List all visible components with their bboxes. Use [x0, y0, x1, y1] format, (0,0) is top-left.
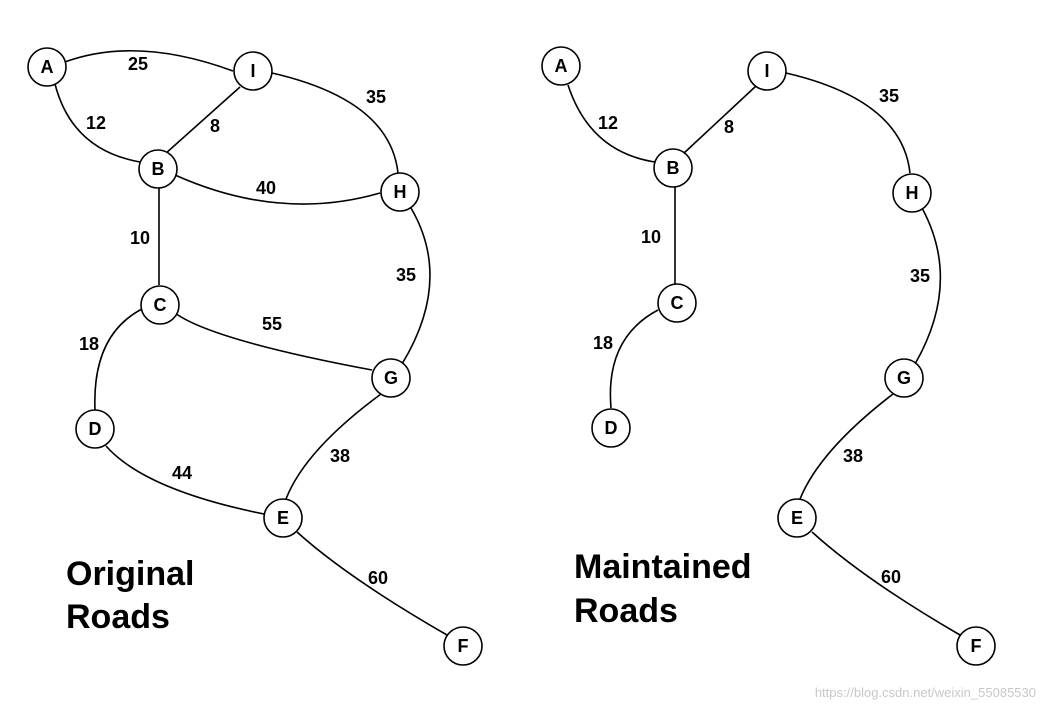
maintained-weight-e-f: 60: [881, 567, 901, 587]
maintained-node-f: F: [956, 626, 996, 666]
maintained-edge-h-g: [914, 207, 942, 365]
original-node-a: A: [27, 47, 67, 87]
original-weight-a-b: 12: [86, 113, 106, 133]
original-node-c: C: [140, 285, 180, 325]
maintained-node-g: G: [884, 358, 924, 398]
maintained-node-a: A: [541, 46, 581, 86]
maintained-weight-c-d: 18: [593, 333, 613, 353]
maintained-node-d: D: [591, 408, 631, 448]
original-node-c-label: C: [154, 295, 167, 315]
original-weight-a-i: 25: [128, 54, 148, 74]
original-weight-h-g: 35: [396, 265, 416, 285]
original-edge-weights: 25 12 8 35 40 10 35 55 18 44 38 60: [79, 54, 416, 588]
original-node-f: F: [443, 626, 483, 666]
original-node-e-label: E: [277, 508, 289, 528]
original-node-d-label: D: [89, 419, 102, 439]
original-weight-i-h: 35: [366, 87, 386, 107]
original-edge-i-h: [271, 72, 399, 174]
original-edge-g-e: [285, 393, 382, 500]
maintained-node-b-label: B: [667, 158, 680, 178]
original-node-e: E: [263, 498, 303, 538]
maintained-weight-i-h: 35: [879, 86, 899, 106]
original-weight-b-c: 10: [130, 228, 150, 248]
maintained-node-a-label: A: [555, 56, 568, 76]
original-node-i: I: [233, 51, 273, 91]
maintained-node-e: E: [777, 498, 817, 538]
original-caption-line-1: Original: [66, 555, 194, 593]
maintained-nodes: A I B H C G D: [541, 46, 996, 666]
maintained-node-d-label: D: [605, 418, 618, 438]
maintained-weight-b-c: 10: [641, 227, 661, 247]
original-weight-i-b: 8: [210, 116, 220, 136]
original-edge-a-b: [54, 83, 141, 163]
original-edge-c-g: [174, 312, 373, 371]
original-node-b-label: B: [152, 159, 165, 179]
original-node-f-label: F: [458, 636, 469, 656]
original-node-g: G: [371, 358, 411, 398]
original-edge-d-e: [105, 445, 265, 515]
original-roads-graph: 25 12 8 35 40 10 35 55 18 44 38 60 A I: [27, 47, 483, 666]
original-node-b: B: [138, 149, 178, 189]
maintained-weight-h-g: 35: [910, 266, 930, 286]
maintained-edge-weights: 12 8 35 10 35 18 38 60: [593, 86, 930, 587]
maintained-edge-c-d: [609, 309, 659, 409]
original-edge-c-d: [94, 308, 143, 411]
original-node-d: D: [75, 409, 115, 449]
original-weight-d-e: 44: [172, 463, 192, 483]
maintained-edge-i-h: [785, 72, 911, 174]
maintained-node-i: I: [747, 51, 787, 91]
maintained-node-c-label: C: [671, 293, 684, 313]
maintained-node-h: H: [892, 173, 932, 213]
maintained-caption-line-2: Roads: [574, 592, 678, 630]
original-weight-e-f: 60: [368, 568, 388, 588]
original-edge-b-h: [174, 174, 381, 205]
maintained-node-c: C: [657, 283, 697, 323]
maintained-node-e-label: E: [791, 508, 803, 528]
maintained-weight-a-b: 12: [598, 113, 618, 133]
maintained-weight-g-e: 38: [843, 446, 863, 466]
maintained-weight-i-b: 8: [724, 117, 734, 137]
original-caption-line-2: Roads: [66, 598, 170, 636]
maintained-edges: [567, 72, 961, 636]
maintained-node-g-label: G: [897, 368, 911, 388]
maintained-roads-graph: 12 8 35 10 35 18 38 60 A I B H: [541, 46, 996, 666]
original-edge-h-g: [401, 207, 431, 365]
original-edges: [54, 49, 448, 636]
original-weight-b-h: 40: [256, 178, 276, 198]
watermark: https://blog.csdn.net/weixin_55085530: [815, 685, 1036, 700]
maintained-node-f-label: F: [971, 636, 982, 656]
original-nodes: A I B H C G D: [27, 47, 483, 666]
original-node-i-label: I: [250, 61, 255, 81]
maintained-edge-e-f: [811, 531, 961, 636]
maintained-node-h-label: H: [906, 183, 919, 203]
original-edge-a-i: [61, 49, 234, 72]
maintained-caption-line-1: Maintained: [574, 548, 752, 586]
maintained-edge-i-b: [682, 85, 757, 155]
original-weight-g-e: 38: [330, 446, 350, 466]
maintained-node-b: B: [653, 148, 693, 188]
maintained-edge-a-b: [567, 84, 656, 163]
original-weight-c-g: 55: [262, 314, 282, 334]
original-edge-e-f: [296, 531, 448, 636]
original-node-h-label: H: [394, 182, 407, 202]
original-edge-i-b: [164, 86, 241, 155]
maintained-edge-g-e: [799, 393, 894, 500]
original-node-a-label: A: [41, 57, 54, 77]
maintained-node-i-label: I: [764, 61, 769, 81]
original-caption: Original Roads: [66, 555, 194, 636]
original-weight-c-d: 18: [79, 334, 99, 354]
original-node-h: H: [380, 172, 420, 212]
maintained-caption: Maintained Roads: [574, 548, 752, 630]
original-node-g-label: G: [384, 368, 398, 388]
